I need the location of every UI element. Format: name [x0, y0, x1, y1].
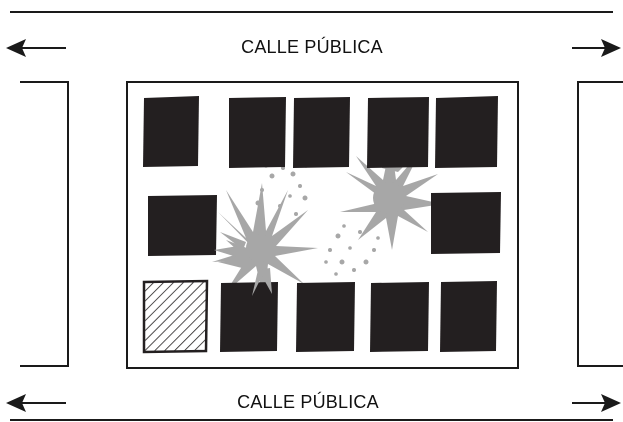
parking-space: [143, 96, 199, 167]
neighbor-lot-right: [577, 81, 623, 367]
parking-row-bottom: [142, 279, 497, 354]
arrow-left-icon: [6, 394, 66, 412]
tree-overlay: [214, 232, 272, 296]
parking-space: [367, 97, 429, 168]
parking-space: [220, 282, 278, 352]
parking-space: [440, 281, 497, 352]
parking-space: [293, 97, 350, 168]
parking-space: [435, 96, 498, 168]
arrow-right-icon: [572, 394, 621, 412]
parking-row-middle: [148, 192, 501, 256]
arrow-left-icon: [6, 39, 66, 57]
parking-space: [148, 195, 217, 256]
street-label-bottom: CALLE PÚBLICA: [237, 392, 379, 412]
street-label-top: CALLE PÚBLICA: [241, 37, 383, 57]
neighbor-lot-left: [20, 81, 69, 367]
hatched-space: [142, 279, 209, 354]
parking-space: [431, 192, 501, 254]
parking-space: [229, 97, 286, 168]
parking-space: [370, 282, 429, 352]
parking-space: [296, 282, 355, 352]
arrow-right-icon: [572, 39, 621, 57]
parking-row-top: [143, 96, 498, 168]
